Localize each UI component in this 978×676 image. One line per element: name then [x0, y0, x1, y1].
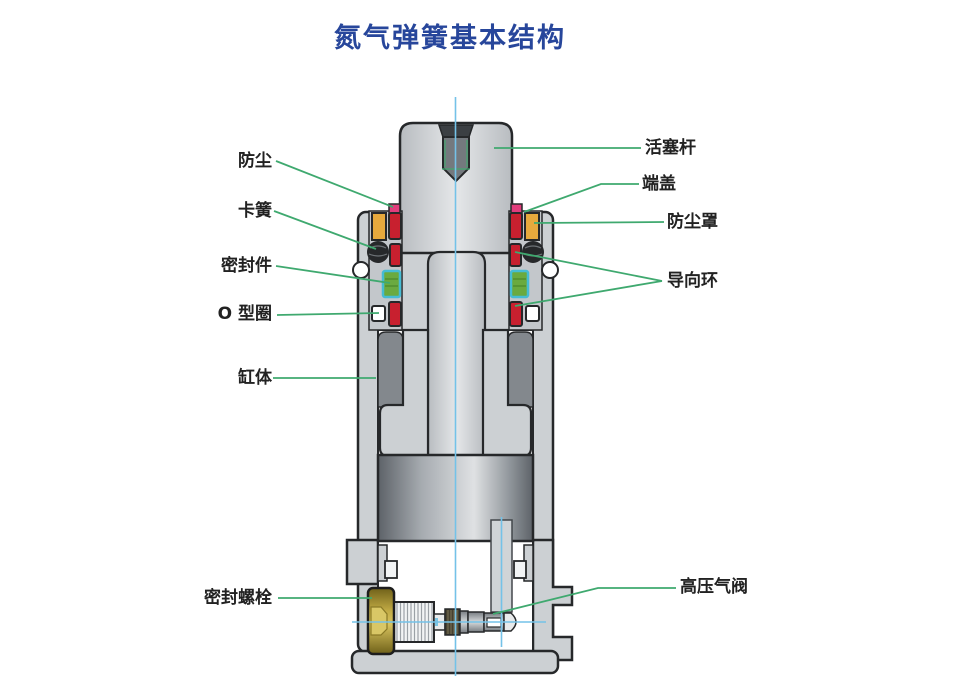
label-dust-seal: 防尘	[238, 151, 272, 171]
leader-hp-gas-valve	[492, 587, 676, 615]
label-hp-gas-valve: 高压气阀	[680, 577, 748, 597]
left-wall-boss	[345, 538, 380, 586]
label-cylinder-body: 缸体	[238, 368, 272, 388]
label-o-ring: O 型圈	[217, 304, 272, 324]
seal-part	[509, 269, 530, 299]
leader-dust-seal	[275, 160, 394, 208]
left-wall-notch	[352, 261, 370, 279]
label-end-cap: 端盖	[642, 174, 676, 194]
leader-end-cap	[523, 183, 639, 213]
bolt-hex-socket	[370, 606, 388, 636]
o-ring-part	[525, 305, 540, 322]
seal-part	[381, 269, 402, 299]
leader-lines	[273, 147, 676, 615]
seal-stack-right	[509, 203, 544, 327]
right-wall-notch	[541, 261, 559, 279]
label-guide-ring: 导向环	[667, 271, 718, 291]
left-retaining-ring	[384, 560, 398, 579]
leader-dust-cover	[533, 221, 665, 224]
dust-cover-part	[371, 212, 387, 241]
chamber-steps	[377, 544, 534, 582]
right-retaining-ring	[513, 560, 527, 579]
leader-seal	[275, 265, 391, 284]
label-piston-rod: 活塞杆	[645, 138, 696, 158]
dust-cover-part	[524, 212, 540, 241]
leader-guide-ring-upper	[514, 251, 663, 282]
label-seal: 密封件	[221, 256, 272, 276]
guide-ring-part	[509, 243, 522, 267]
page-title: 氮气弹簧基本结构	[334, 23, 566, 54]
label-dust-cover: 防尘罩	[667, 212, 718, 232]
label-seal-bolt: 密封螺栓	[204, 588, 272, 608]
centerlines	[352, 97, 546, 676]
leader-circlip	[273, 210, 377, 250]
circlip-part	[522, 241, 544, 263]
leader-o-ring	[276, 312, 380, 316]
leader-guide-ring-lower	[514, 280, 663, 307]
circlip-part	[367, 241, 389, 263]
rod-guide-sleeve	[377, 328, 534, 458]
label-circlip: 卡簧	[238, 201, 272, 221]
guide-ring-part	[389, 243, 402, 267]
